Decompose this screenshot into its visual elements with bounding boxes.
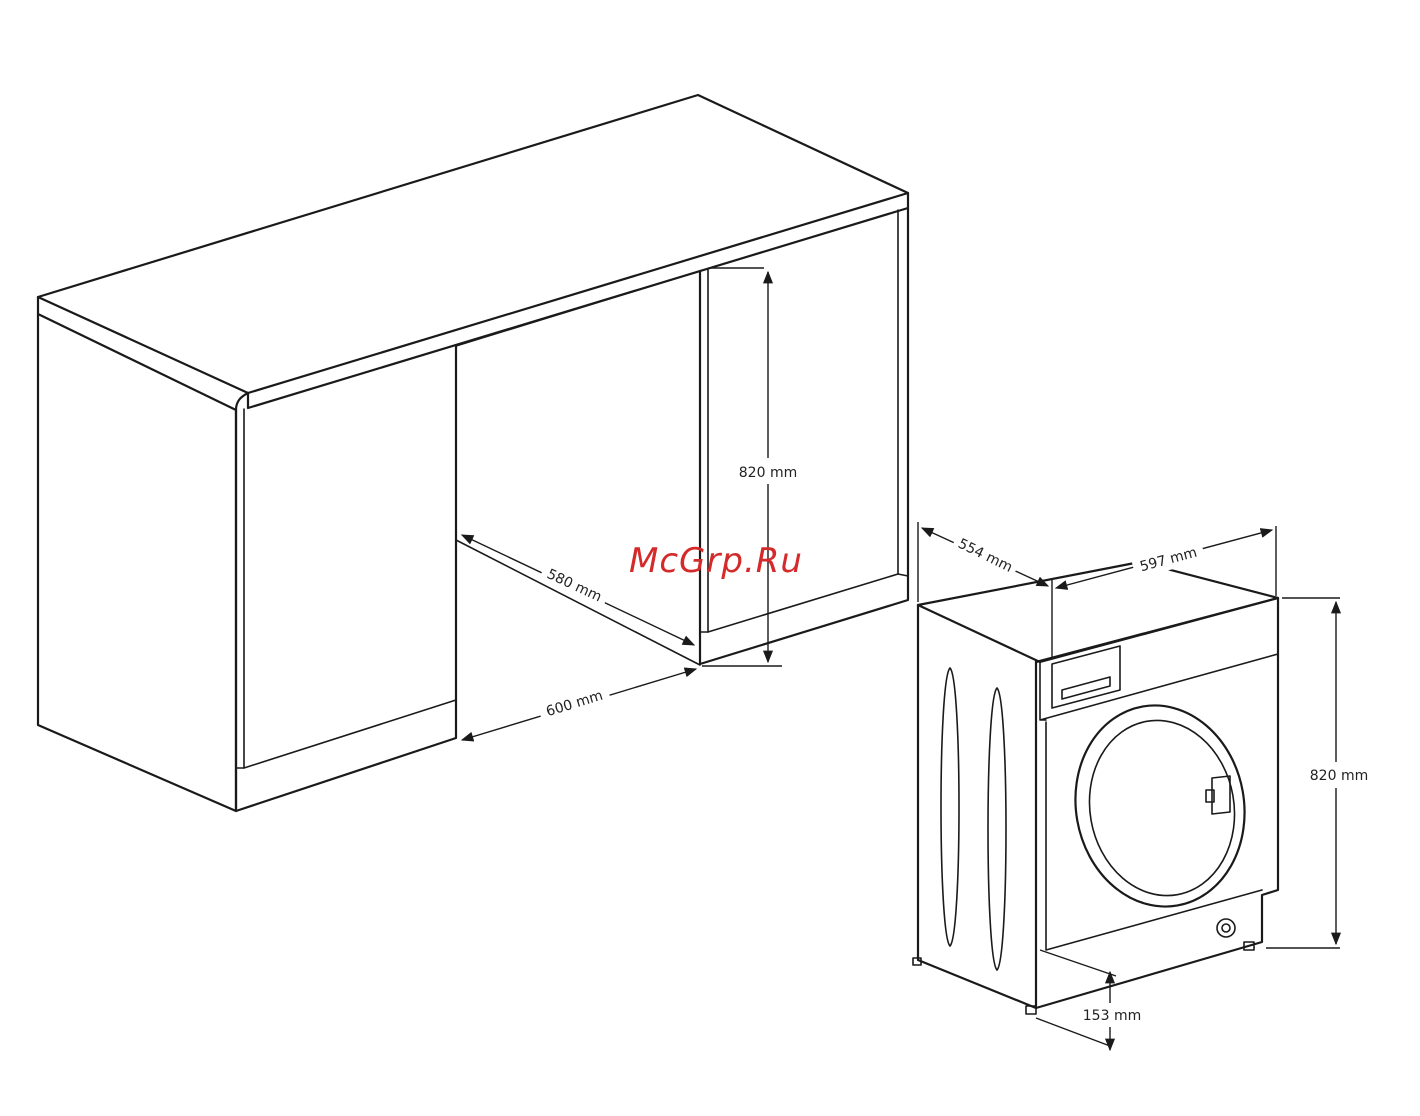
- machine-side: [918, 605, 1036, 1008]
- kitchen-cabinet: [38, 95, 908, 811]
- countertop-top: [38, 95, 908, 393]
- machine-depth-dimension: 554 mm: [918, 522, 1052, 658]
- drawer-handle: [1062, 677, 1110, 699]
- countertop-left-edge: [38, 297, 236, 410]
- machine-width-dimension: 597 mm: [1056, 526, 1276, 596]
- door-handle: [1206, 776, 1230, 814]
- machine-height-dimension: 820 mm: [1266, 598, 1376, 948]
- plinth-height-dimension: 153 mm: [1036, 950, 1148, 1050]
- niche-width-dimension: 600 mm: [462, 669, 696, 740]
- niche-height-dimension: 820 mm: [702, 268, 804, 666]
- machine-front: [1036, 598, 1278, 1008]
- niche-back-line: [456, 271, 700, 346]
- filter-cap: [1217, 919, 1235, 937]
- niche-height-label: 820 mm: [739, 465, 797, 481]
- side-rib-right: [988, 688, 1006, 970]
- machine-height-label: 820 mm: [1310, 768, 1368, 784]
- watermark-text: McGrp.Ru: [629, 541, 803, 581]
- washing-machine: [913, 562, 1278, 1014]
- right-cabinet-front: [700, 208, 908, 664]
- left-cabinet-side: [38, 314, 236, 811]
- countertop-front-edge: [236, 193, 908, 410]
- left-cabinet-front: [236, 346, 456, 811]
- side-rib-left: [941, 668, 959, 946]
- plinth-height-label: 153 mm: [1083, 1008, 1141, 1024]
- left-cabinet-door: [244, 409, 456, 768]
